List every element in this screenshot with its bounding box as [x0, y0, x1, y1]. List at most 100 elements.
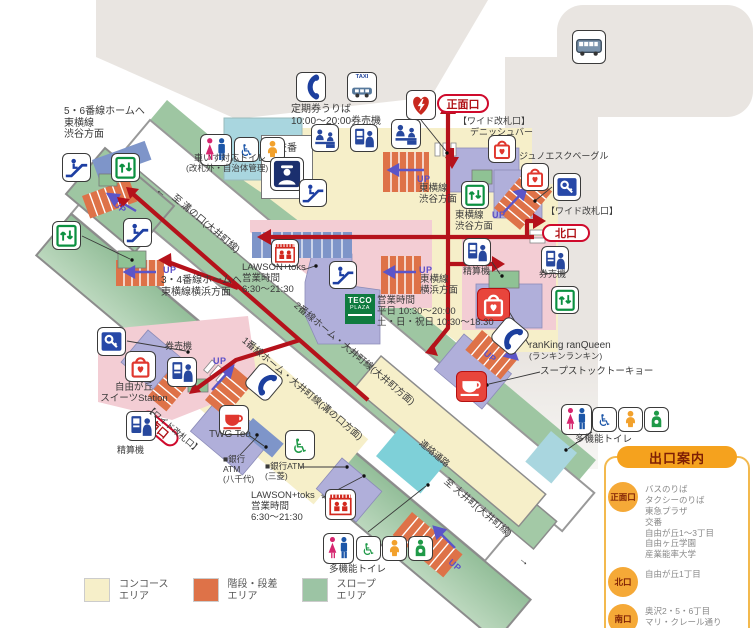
legend-item: コンコース エリア: [84, 578, 169, 603]
label-up: UP: [417, 174, 431, 184]
legend-item: スロープ エリア: [301, 578, 376, 603]
ostomate-icon: [408, 536, 433, 561]
toilet-zone-bottom: [376, 424, 448, 494]
label-toyoko_shibuya: 東横線 渋谷方面: [419, 183, 458, 205]
exit-destination-line: 自由が丘1〜3丁目: [645, 527, 714, 538]
label-multi_toilet: 多機能トイレ: [329, 564, 387, 575]
exit-guide-entries: 正面口バスのりばタクシーのりば東急プラザ交番自由が丘1〜3丁目自由ヶ丘学園産業能…: [608, 482, 748, 628]
legend-label: 階段・段差 エリア: [227, 579, 278, 602]
label-atm_yachiyo: ■銀行 ATM (八千代): [223, 454, 255, 484]
exit-entry: 正面口バスのりばタクシーのりば東急プラザ交番自由が丘1〜3丁目自由ヶ丘学園産業能…: [608, 482, 748, 560]
label-wheelchair_toilet_note: (改札外・自治体管理): [186, 163, 269, 173]
exit-entry: 北口自由が丘1丁目: [608, 567, 748, 598]
exit-destination-line: 自由ヶ丘学園: [645, 538, 697, 549]
toilet-icon: [323, 533, 354, 564]
exit-destination-line: タクシーのりば: [645, 494, 705, 505]
wheelchair-icon: ♿: [356, 536, 381, 561]
exit-destination-line: 産業能率大学: [645, 549, 697, 560]
label-lawson: LAWSON+toks 営業時間 6:30〜21:30: [242, 262, 306, 295]
coffee-cup-icon: [219, 405, 249, 435]
front-exit-oval: 正面口: [437, 94, 489, 113]
ticket-counter-icon: [311, 124, 339, 152]
phone-icon: [488, 314, 532, 358]
label-twg_tea: TWG Tea: [209, 429, 252, 440]
toilet-icon: [200, 134, 232, 166]
exit-destinations: バスのりばタクシーのりば東急プラザ交番自由が丘1〜3丁目自由ヶ丘学園産業能率大学: [645, 482, 714, 560]
walking-route: [131, 110, 538, 402]
label-toyoko_shibuya: 東横線 渋谷方面: [455, 210, 494, 232]
ticket-counter-icon: [391, 119, 421, 149]
ticket-machine-icon: [463, 238, 491, 266]
label-soup_stock: スープストックトーキョー: [540, 366, 654, 377]
svg-text:♿: ♿: [597, 411, 612, 430]
elevator-icon: [461, 181, 489, 209]
legend: コンコース エリア 階段・段差 エリアスロープ エリア: [84, 578, 400, 603]
label-junoesque_bagel: ジュノエスクベーグル: [519, 151, 609, 161]
label-taxi: TAXI: [355, 74, 369, 80]
police-icon: [270, 157, 304, 191]
label-ticket_machine: 券売機: [351, 116, 381, 127]
label-ticket_machine: 券売機: [165, 341, 193, 351]
exit-destination-line: 奥沢2・5・6丁目: [645, 606, 711, 617]
exit-destinations: 自由が丘1丁目: [645, 567, 701, 597]
shop-bag-icon: [125, 351, 156, 382]
phone-icon: [242, 360, 286, 404]
convenience-store-icon: [271, 239, 299, 267]
coffee-cup-icon: [456, 371, 487, 402]
legend-swatch: [301, 578, 328, 602]
label-ticket_machine: 券売機: [539, 269, 567, 279]
escalator-icon: [299, 179, 327, 207]
convenience-store-icon: [325, 489, 356, 520]
label-up: UP: [492, 210, 506, 220]
road-top: [96, 0, 488, 119]
toilet-icon: [561, 404, 592, 435]
elevator-icon: [111, 153, 140, 182]
ticket-machine-icon: [541, 246, 569, 274]
label-fare_adjustment: 精算機: [463, 266, 491, 276]
label-lawson: LAWSON+toks 営業時間 6:30〜21:30: [251, 490, 315, 523]
escalator-icon: [329, 261, 357, 289]
label-danish_bar: デニッシュバー: [470, 127, 534, 137]
phone-icon: [296, 72, 326, 102]
ticket-machine-icon: [350, 124, 378, 152]
label-up: UP: [419, 265, 433, 275]
connecting-passage: [352, 354, 547, 528]
baby-icon: [618, 407, 643, 432]
legend-swatch: [192, 578, 219, 602]
exit-destination-line: 自由が丘1丁目: [645, 569, 701, 580]
elevator-icon: [551, 286, 579, 314]
label-wide_gate: 【ワイド改札口】: [458, 116, 531, 126]
label-up: UP: [163, 265, 177, 275]
exit-destination-line: バスのりば: [645, 484, 688, 494]
label-platform56: 5・6番線ホームへ 東横線 渋谷方面: [64, 106, 145, 140]
label-sweets_station: 自由が丘 スイーツStation: [100, 382, 168, 404]
wheelchair-icon: ♿: [592, 407, 617, 432]
svg-text:♿: ♿: [239, 141, 254, 160]
bus-icon: [572, 30, 606, 64]
elevator-icon: [52, 221, 81, 250]
road-top-right: [557, 5, 753, 117]
north-exit-oval: 北口: [542, 224, 590, 242]
taxi-icon: [347, 72, 377, 102]
toilet-zone-right: [525, 430, 578, 484]
aed-icon: [406, 90, 436, 120]
legend-label: コンコース エリア: [119, 579, 169, 602]
stair-direction-arrows: [105, 162, 528, 549]
ticket-machine-icon: [167, 357, 197, 387]
label-wide_gate: 【ワイド改札口】: [546, 206, 619, 216]
label-commuter_pass_hours: 10:00〜20:00: [291, 116, 352, 127]
shop-bag-icon: [477, 288, 510, 321]
label-multi_toilet: 多機能トイレ: [575, 434, 633, 445]
teco-plaza-logo: TECO PLAZA: [345, 294, 375, 324]
shop-bag-icon: [521, 163, 549, 191]
ticket-machine-icon: [126, 411, 156, 441]
label-toyoko_yokohama: 東横線 横浜方面: [420, 274, 459, 296]
label-ranking_kana: (ランキンランキン): [529, 351, 603, 361]
label-wheelchair_toilet: 車いす対応トイレ: [194, 153, 267, 163]
exit-guide-title: 出口案内: [617, 446, 737, 468]
coin-locker-icon: [97, 327, 126, 356]
exit-badge: 正面口: [608, 482, 638, 512]
